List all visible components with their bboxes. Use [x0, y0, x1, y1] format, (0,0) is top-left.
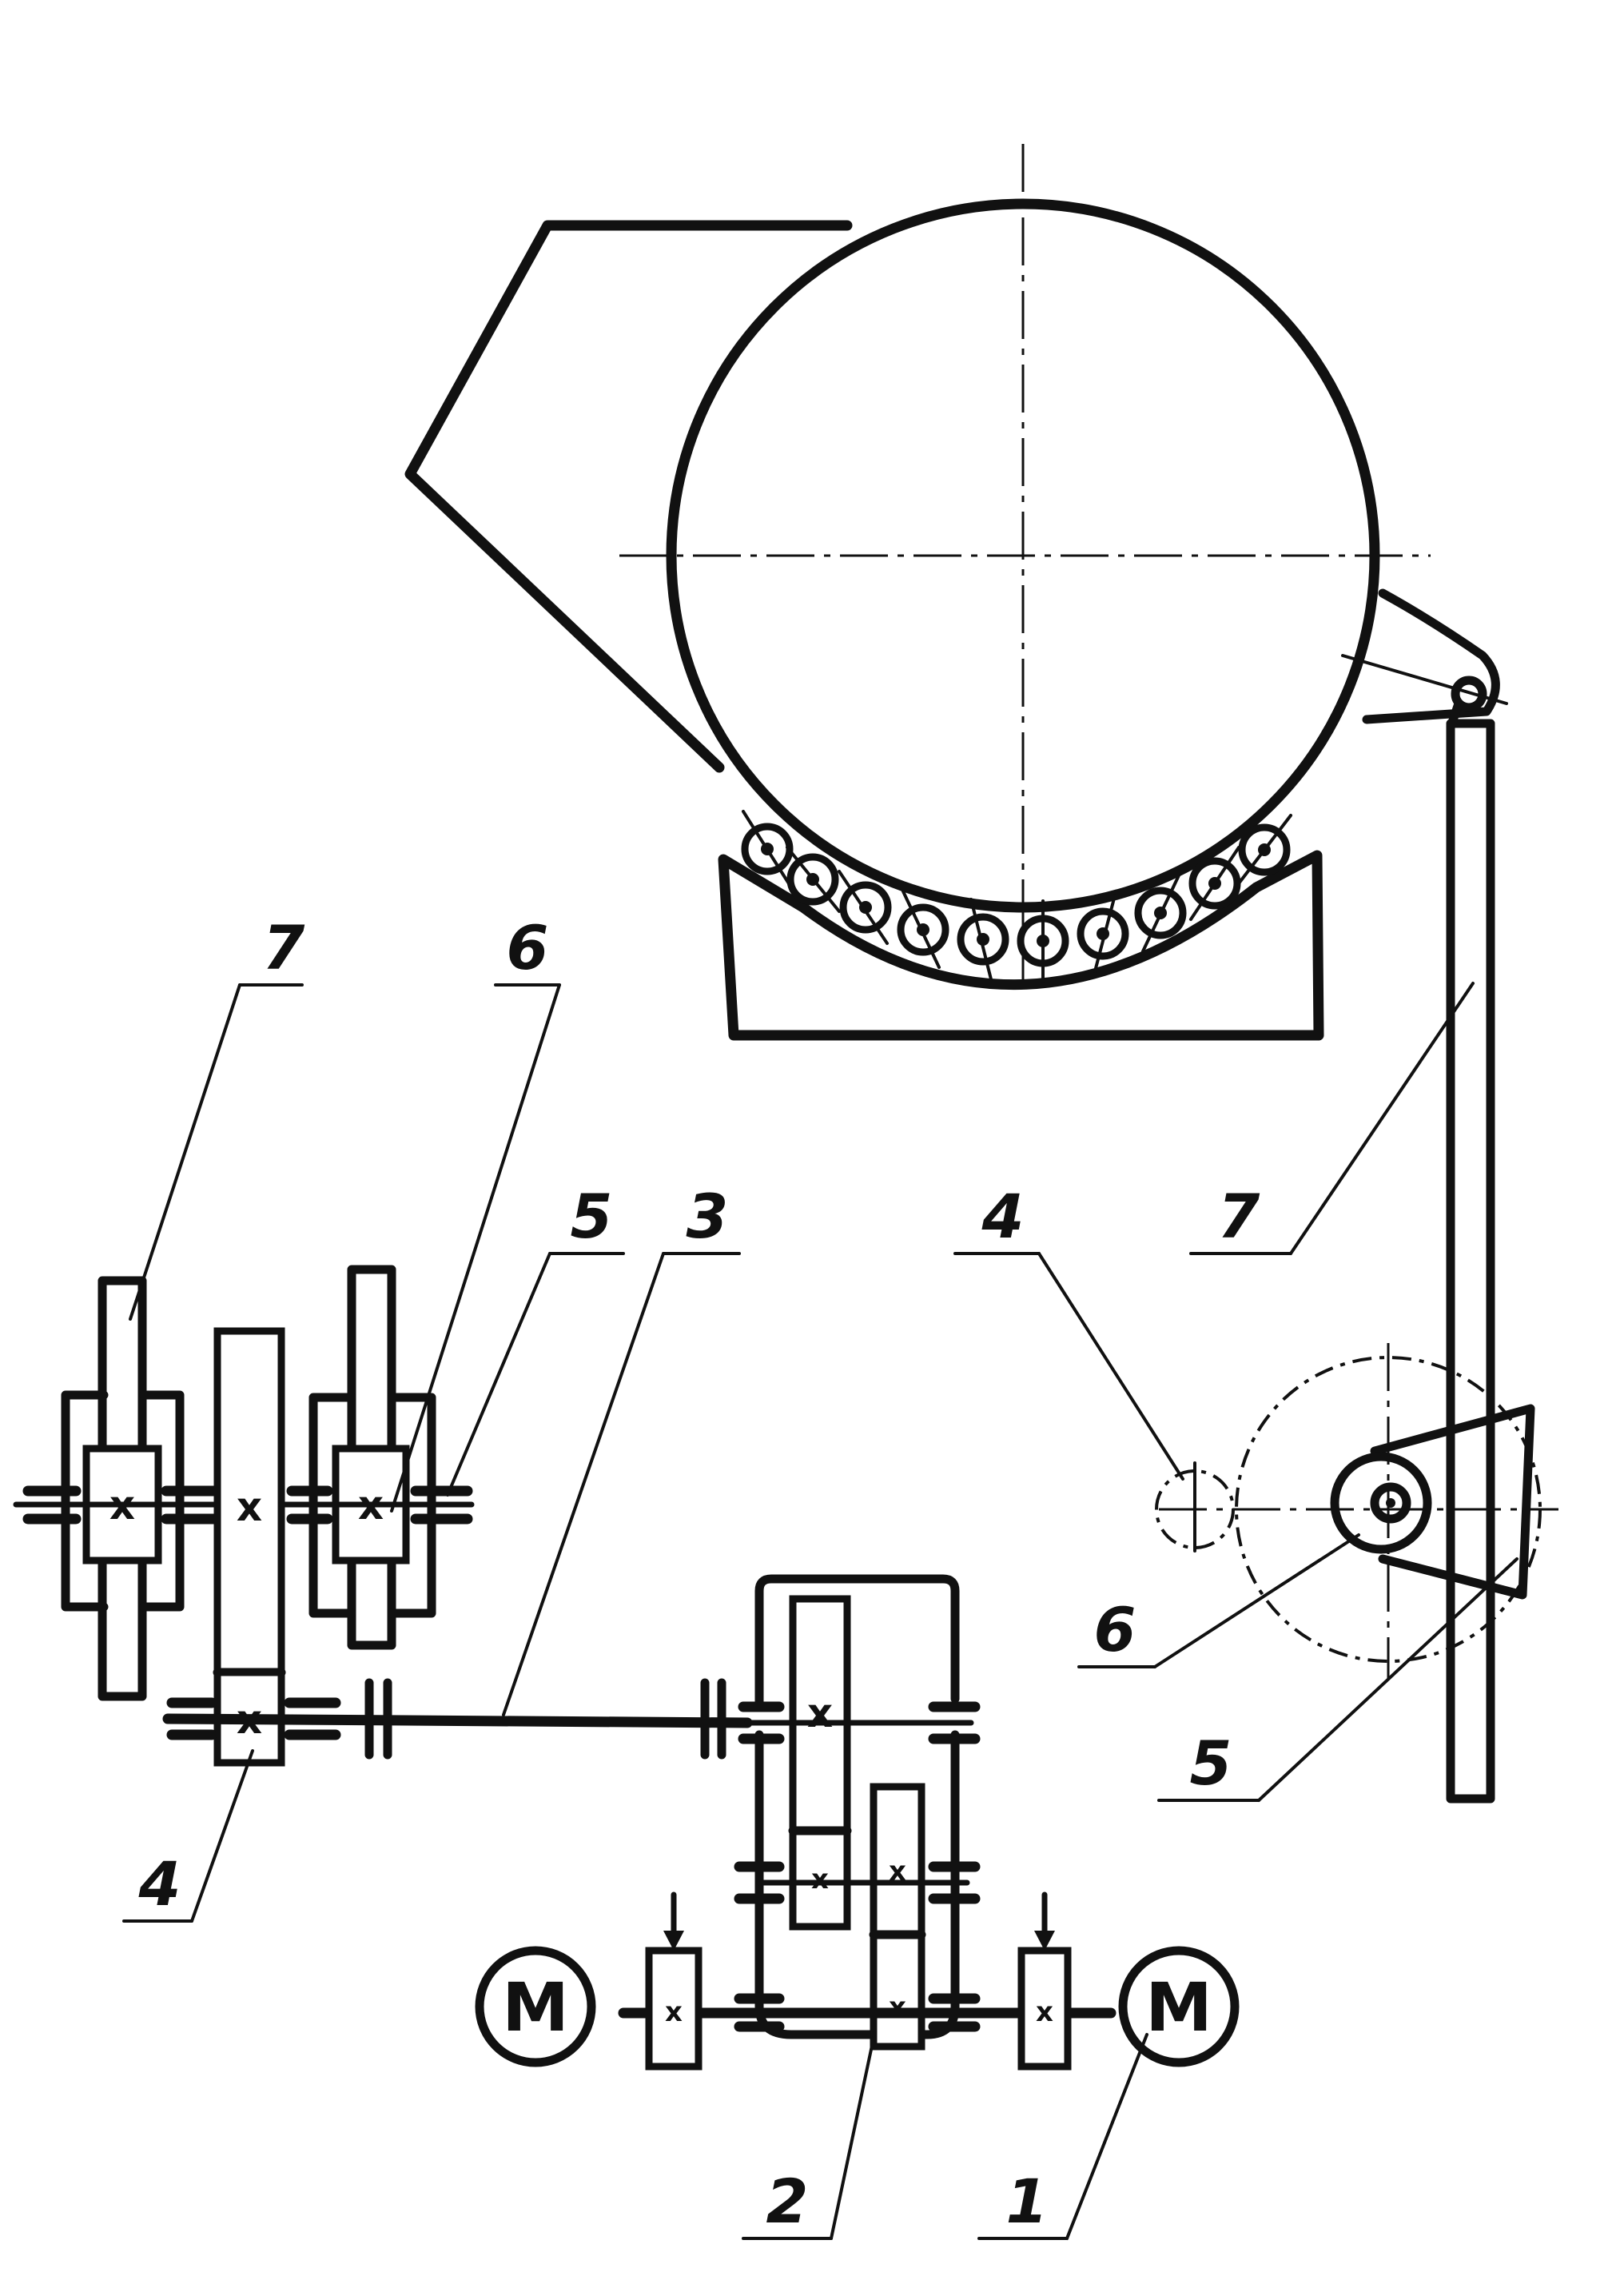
motor-right-label: M	[1145, 1968, 1212, 2047]
lever-rod	[1446, 719, 1495, 1804]
reducer-gear-upper-mark: x	[807, 1690, 833, 1736]
hopper-chute	[404, 220, 853, 773]
reducer-gear-lower-mark: x	[889, 1855, 906, 1887]
crank-pin-dot	[1386, 1498, 1395, 1508]
drum-assembly	[404, 144, 1508, 1804]
label-2: 2	[766, 2166, 809, 2237]
bearing-frame-7	[61, 1390, 185, 1612]
leader-lines	[122, 982, 1519, 2240]
lug-axis	[1341, 654, 1508, 705]
support-roller	[897, 903, 949, 956]
crank-hub	[1330, 1452, 1432, 1554]
label-5-side: 5	[1190, 1728, 1232, 1799]
support-roller	[957, 913, 1009, 966]
label-6-side: 6	[1094, 1594, 1136, 1665]
lever-connect	[1446, 699, 1463, 732]
reducer-bearings	[734, 1701, 981, 2032]
reducer-gear-out-mark: x	[889, 1991, 906, 2023]
brake-pulley-right-mark: x	[1036, 1996, 1053, 2028]
crank-plate	[1370, 1404, 1535, 1600]
label-4-side: 4	[981, 1181, 1025, 1252]
label-3: 3	[687, 1181, 729, 1252]
support-roller	[839, 881, 892, 934]
bearings-gear-4	[166, 1697, 341, 1740]
reducer-housing	[754, 1574, 960, 2039]
roller-spokes	[742, 810, 1292, 983]
cradle-base	[718, 850, 1324, 1041]
reducer-gear-mid-mark: x	[811, 1863, 829, 1895]
drum-lug	[1362, 588, 1500, 724]
motor-right	[1118, 1946, 1240, 2067]
motor-left	[475, 1946, 596, 2067]
support-roller	[1077, 907, 1129, 960]
labels: 7 6 5 3 4 2 1 4 7 6 5	[138, 912, 1260, 2237]
lug-pin	[1451, 676, 1487, 712]
label-7-side: 7	[1218, 1181, 1260, 1252]
motor-left-label: M	[502, 1968, 569, 2047]
bearings-7	[22, 1485, 221, 1525]
label-7-kinematic: 7	[263, 912, 305, 983]
coupling-left	[364, 1678, 392, 1760]
reducer-gear-lower	[870, 1783, 925, 2051]
label-5-kinematic: 5	[571, 1181, 613, 1252]
reducer-shafts	[744, 1720, 974, 1886]
coupling-right	[700, 1678, 726, 1760]
kinematic-scheme: x x x x	[13, 1265, 1240, 2071]
brake-pulley-left-mark: x	[665, 1996, 683, 2028]
crank-pin	[1370, 1482, 1411, 1524]
reducer-gear-upper	[789, 1595, 851, 1931]
gear-tall-mark: x	[237, 1484, 262, 1530]
shaft-3	[162, 1713, 753, 1728]
crank-mechanism	[1155, 1343, 1558, 1679]
bearings-6	[286, 1485, 473, 1525]
label-1: 1	[1006, 2166, 1049, 2237]
brake-arrows	[663, 1891, 1055, 1951]
label-4-kinematic: 4	[138, 1848, 181, 1919]
gear-4-side	[1155, 1469, 1235, 1549]
label-6-kinematic: 6	[507, 912, 549, 983]
